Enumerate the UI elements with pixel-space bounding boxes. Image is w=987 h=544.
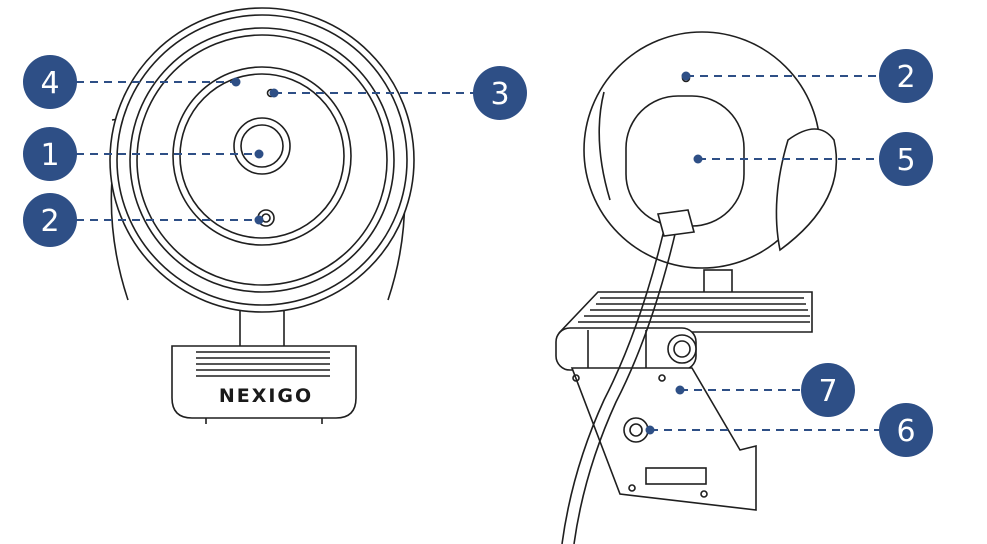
side-clip bbox=[775, 128, 838, 252]
front-leaders bbox=[76, 77, 474, 225]
callout-1: 1 bbox=[23, 127, 77, 181]
callout-7: 7 bbox=[801, 363, 855, 417]
tripod-mount bbox=[623, 417, 649, 443]
svg-text:7: 7 bbox=[818, 374, 837, 409]
callout-3: 3 bbox=[473, 66, 527, 120]
back-view-webcam bbox=[555, 31, 838, 544]
callout-5: 5 bbox=[879, 132, 933, 186]
callout-2-back: 2 bbox=[879, 49, 933, 103]
front-view-webcam: NEXIGO bbox=[109, 7, 415, 424]
cable-connector bbox=[656, 209, 696, 237]
mounting-clip bbox=[570, 367, 757, 511]
callout-2-front: 2 bbox=[23, 193, 77, 247]
svg-text:2: 2 bbox=[40, 204, 59, 239]
callout-6: 6 bbox=[879, 403, 933, 457]
svg-text:5: 5 bbox=[896, 143, 915, 178]
svg-text:4: 4 bbox=[40, 66, 59, 101]
back-cover bbox=[625, 95, 745, 227]
base bbox=[171, 345, 357, 419]
svg-text:3: 3 bbox=[490, 77, 509, 112]
back-leaders bbox=[645, 71, 880, 435]
lens bbox=[233, 117, 291, 175]
callout-4: 4 bbox=[23, 55, 77, 109]
usb-cable bbox=[561, 229, 665, 544]
svg-text:1: 1 bbox=[40, 138, 59, 173]
svg-text:6: 6 bbox=[896, 414, 915, 449]
brand-logo: NEXIGO bbox=[219, 385, 313, 407]
svg-text:2: 2 bbox=[896, 60, 915, 95]
